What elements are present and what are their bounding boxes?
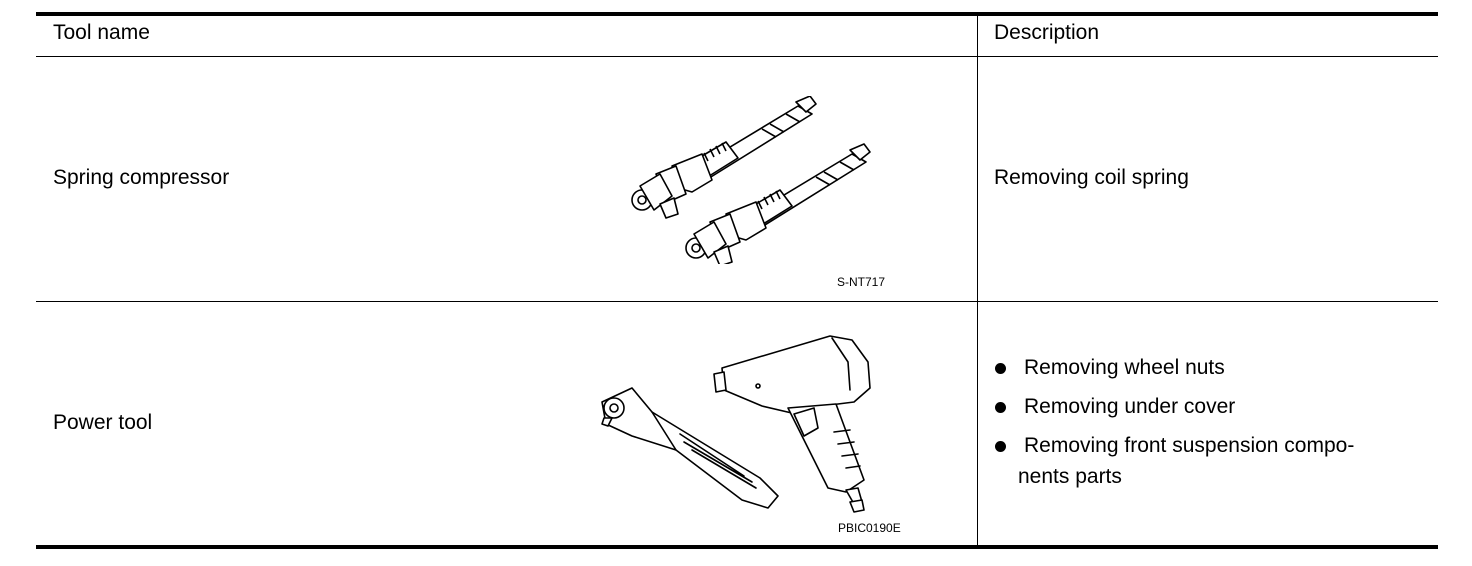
bullet-icon xyxy=(995,363,1006,374)
description-cell: Removing coil spring xyxy=(994,166,1189,189)
list-item: Removing wheel nuts xyxy=(994,356,1354,380)
description-list: Removing wheel nuts Removing under cover… xyxy=(994,356,1354,504)
header-description: Description xyxy=(994,21,1100,44)
tool-name-cell: Power tool xyxy=(53,411,153,434)
list-item: Removing front suspension compo-nents pa… xyxy=(994,434,1354,489)
table-row-divider xyxy=(36,301,1438,302)
list-item: Removing under cover xyxy=(994,395,1354,419)
power-tool-icon xyxy=(601,335,871,513)
figure-code: PBIC0190E xyxy=(838,521,901,535)
spring-compressor-icon xyxy=(631,96,871,264)
table-bottom-rule xyxy=(36,545,1438,549)
table-header-rule xyxy=(36,56,1438,57)
table-column-divider xyxy=(977,12,978,549)
bullet-icon xyxy=(995,441,1006,452)
tool-name-cell: Spring compressor xyxy=(53,166,230,189)
header-tool-name: Tool name xyxy=(53,21,150,44)
list-item-continuation: nents parts xyxy=(1018,465,1122,488)
bullet-icon xyxy=(995,402,1006,413)
figure-code: S-NT717 xyxy=(837,275,886,289)
table-top-rule xyxy=(36,12,1438,16)
